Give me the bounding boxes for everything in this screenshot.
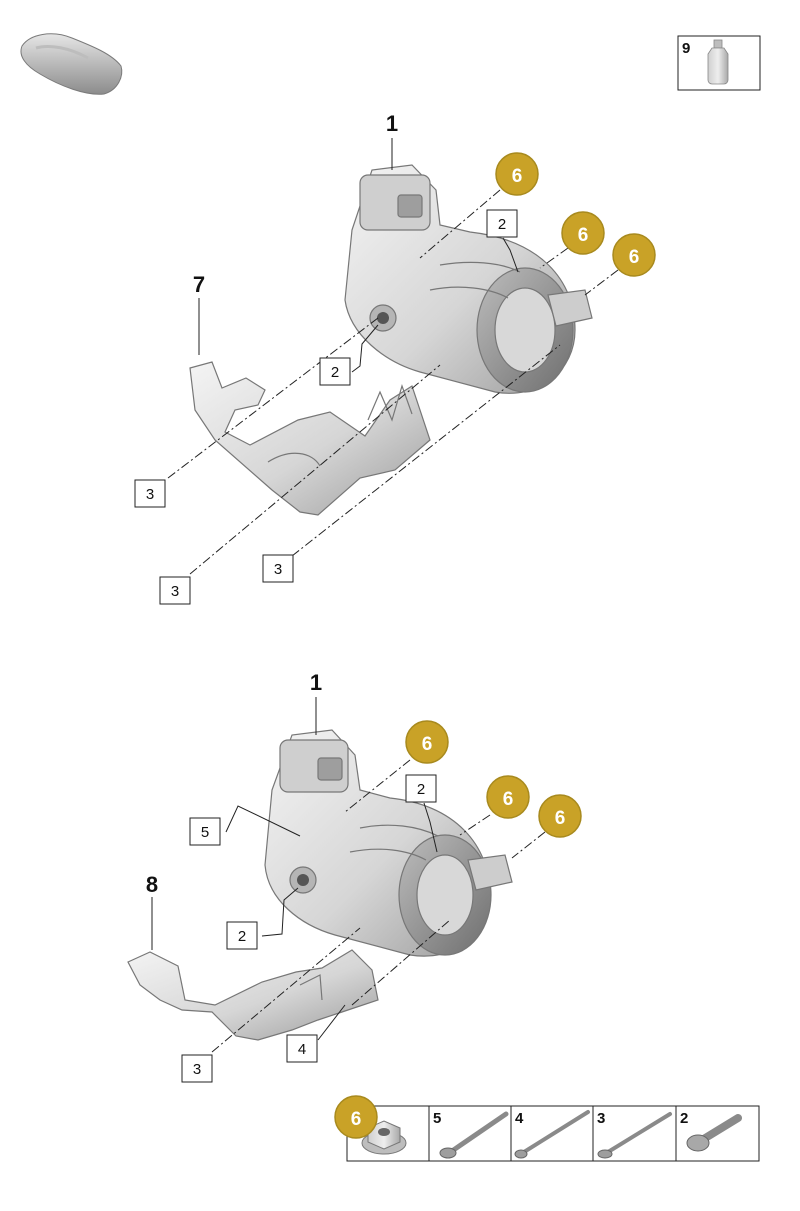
- svg-text:3: 3: [171, 583, 179, 600]
- boxed-callout: 3: [181, 1054, 213, 1083]
- flange-nut-icon: [361, 1120, 407, 1155]
- svg-text:3: 3: [193, 1061, 201, 1078]
- dash-line: [539, 247, 569, 269]
- leader-line: [261, 887, 299, 937]
- dash-line: [419, 189, 501, 259]
- gold-callout: 6: [538, 794, 582, 838]
- long-bolt-icon: [439, 1111, 509, 1159]
- long-bolt-icon: [514, 1110, 590, 1159]
- bracket-label-bottom: 8: [146, 872, 158, 897]
- gold-callout: 6: [612, 233, 656, 277]
- dash-line: [351, 919, 451, 1006]
- legend-nut-label: 6: [351, 1109, 362, 1130]
- svg-text:2: 2: [331, 364, 339, 381]
- legend-item-label: 5: [433, 1110, 441, 1127]
- car-silhouette-icon: [20, 33, 123, 95]
- boxed-callout: 2: [319, 357, 351, 386]
- boxed-callout: 4: [286, 1034, 318, 1063]
- boxed-callout: 3: [159, 576, 191, 605]
- boxed-callout: 2: [486, 209, 518, 238]
- gold-callout: 6: [495, 152, 539, 196]
- boxed-callout: 2: [405, 774, 437, 803]
- gold-callout: 6: [405, 720, 449, 764]
- svg-text:6: 6: [578, 225, 589, 246]
- bracket-label-top: 7: [193, 272, 205, 297]
- top-assembly: 1 7 6 6 6 2 2 3 3: [134, 111, 656, 605]
- oil-box-label: 9: [682, 40, 690, 57]
- svg-text:3: 3: [146, 486, 154, 503]
- bracket-7: [189, 361, 431, 516]
- boxed-callout: 3: [134, 479, 166, 508]
- gold-callout: 6: [334, 1095, 378, 1139]
- compressor-bottom: [264, 729, 513, 957]
- dash-line: [584, 269, 619, 296]
- boxed-callout: 5: [189, 817, 221, 846]
- svg-text:2: 2: [238, 928, 246, 945]
- leader-line: [351, 324, 379, 373]
- long-bolt-icon: [597, 1112, 672, 1159]
- bracket-8: [127, 949, 379, 1041]
- dash-line: [511, 831, 546, 859]
- hardware-legend: 6 5 4 3 2: [334, 1095, 760, 1162]
- legend-item-label: 3: [597, 1110, 605, 1127]
- dash-line: [189, 364, 441, 575]
- bottom-assembly: 1 8 6 6 6 5 2 2 3: [127, 670, 582, 1083]
- dash-line: [167, 317, 379, 479]
- svg-text:2: 2: [498, 216, 506, 233]
- svg-text:6: 6: [503, 789, 514, 810]
- boxed-callout: 2: [226, 921, 258, 950]
- oil-box: 9: [677, 35, 761, 91]
- gold-callout: 6: [561, 211, 605, 255]
- svg-text:3: 3: [274, 561, 282, 578]
- svg-text:6: 6: [555, 808, 566, 829]
- legend-item-label: 2: [680, 1110, 688, 1127]
- svg-text:6: 6: [512, 166, 523, 187]
- svg-text:6: 6: [629, 247, 640, 268]
- gold-callout: 6: [486, 775, 530, 819]
- leader-line: [502, 237, 519, 273]
- leader-line: [317, 1004, 346, 1041]
- short-bolt-icon: [686, 1114, 742, 1152]
- compressor-top: [344, 164, 593, 394]
- compressor-label-bottom: 1: [310, 670, 322, 695]
- svg-text:2: 2: [417, 781, 425, 798]
- oil-bottle-icon: [707, 39, 729, 85]
- leader-line: [225, 805, 301, 837]
- legend-item-label: 4: [515, 1110, 524, 1127]
- dash-line: [291, 344, 561, 557]
- dash-line: [344, 759, 411, 813]
- svg-text:4: 4: [298, 1041, 306, 1058]
- leader-line: [423, 802, 438, 853]
- dash-line: [211, 927, 361, 1053]
- compressor-label-top: 1: [386, 111, 398, 136]
- svg-text:5: 5: [201, 824, 209, 841]
- dash-line: [459, 814, 491, 836]
- svg-text:6: 6: [422, 734, 433, 755]
- boxed-callout: 3: [262, 554, 294, 583]
